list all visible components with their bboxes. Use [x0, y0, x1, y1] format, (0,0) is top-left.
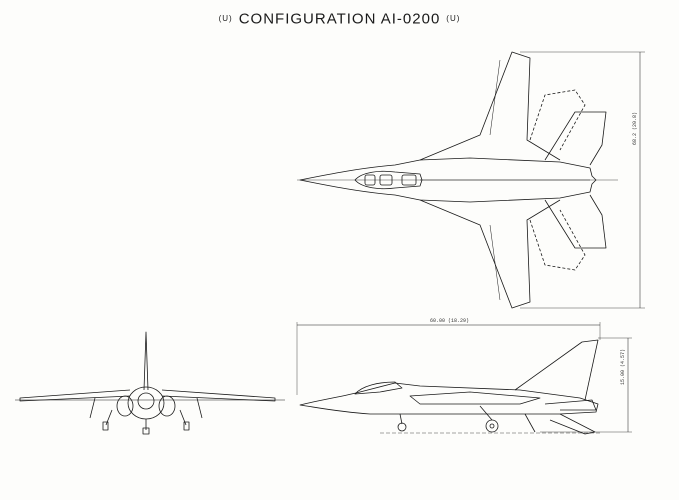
side-nose-wheel: [397, 422, 407, 432]
plan-tail-lower: [544, 194, 607, 249]
front-view: [15, 331, 285, 435]
plan-wing-upper-ghost: [529, 89, 586, 151]
side-main-gear-strut: [479, 405, 493, 421]
front-wheel-left: [102, 421, 109, 431]
plan-cockpit-front: [364, 174, 376, 186]
title-prefix: (U): [218, 14, 233, 24]
plan-wing-lower-flap: [489, 224, 501, 301]
front-main-gear-left: [105, 409, 113, 426]
plan-tail-upper: [544, 111, 607, 166]
side-horizontal-tail: [544, 399, 597, 411]
front-main-gear-right: [179, 409, 187, 426]
drawing-title: (U) CONFIGURATION AI-0200 (U): [0, 10, 679, 28]
title-suffix: (U): [446, 14, 461, 24]
front-fuselage: [127, 386, 165, 420]
front-wing-left: [19, 389, 131, 402]
plan-wing-upper: [419, 51, 561, 161]
front-wing-right: [161, 389, 276, 402]
side-view: [296, 322, 632, 435]
plan-cockpit-aft: [401, 174, 417, 186]
side-ventral-fin: [549, 413, 596, 435]
plan-fuselage: [299, 157, 597, 203]
side-main-wheel: [485, 419, 499, 433]
plan-wing-upper-flap: [489, 59, 501, 136]
height-dimension: 15.00 (4.57): [620, 349, 626, 385]
side-fuselage: [299, 382, 599, 415]
plan-cockpit-rear: [379, 174, 393, 186]
length-dimension: 60.00 (18.29): [430, 318, 469, 324]
front-intake-left: [116, 395, 134, 417]
side-nose-gear-strut: [399, 413, 403, 425]
front-pylon-left: [89, 397, 96, 419]
side-main-wheel-hub: [489, 423, 495, 429]
side-wing: [409, 391, 541, 405]
side-vertical-tail: [514, 339, 599, 401]
plan-wing-lower: [419, 199, 561, 309]
front-pylon-right: [196, 397, 203, 419]
side-aft-strut: [524, 413, 536, 433]
plan-view: [297, 51, 645, 309]
front-nose-wheel: [142, 427, 150, 435]
title-text: CONFIGURATION AI-0200: [238, 10, 441, 28]
front-canopy: [137, 392, 155, 410]
span-dimension: 68.2 (20.8): [632, 112, 638, 145]
front-fin: [143, 331, 149, 391]
side-canopy: [354, 381, 403, 395]
front-wheel-right: [183, 421, 190, 431]
front-intake-right: [158, 395, 176, 417]
plan-wing-lower-ghost: [529, 209, 586, 271]
